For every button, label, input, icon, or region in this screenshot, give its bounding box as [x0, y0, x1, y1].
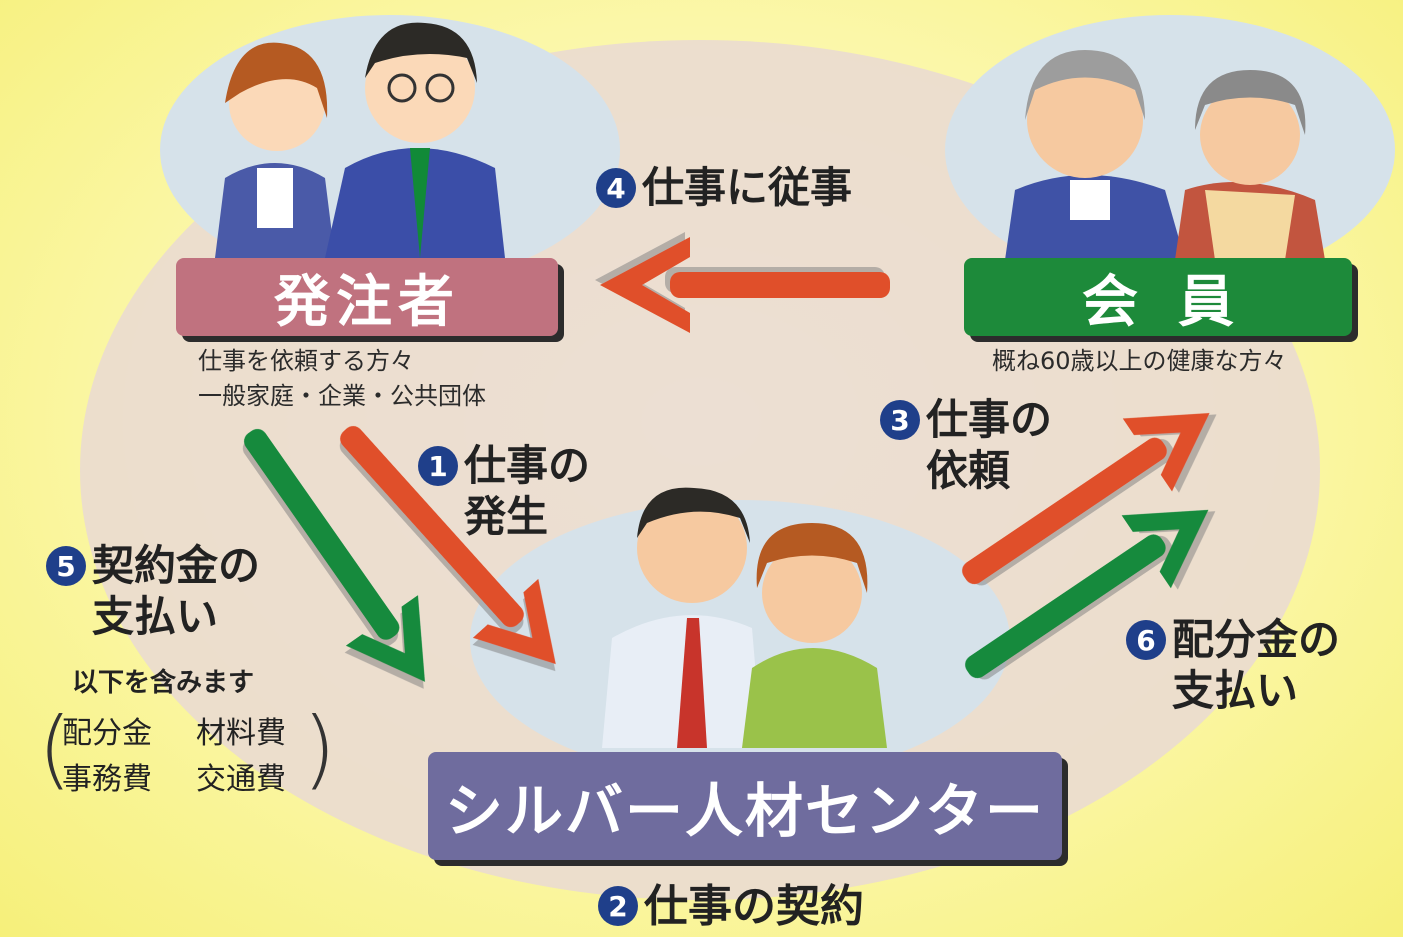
arrow-step-1: [340, 426, 556, 665]
step-2-text: 仕事の契約: [644, 881, 864, 932]
center-label: シルバー人材センター: [444, 777, 1045, 845]
orderer-note-line1: 仕事を依頼する方々: [198, 347, 414, 375]
member-people-illustration: [1005, 50, 1325, 260]
member-box: 会員: [964, 258, 1352, 336]
step-3-number-badge: 3: [880, 400, 920, 440]
orderer-label: 発注者: [274, 269, 460, 335]
left-paren: (: [38, 699, 72, 799]
orderer-people-illustration: [215, 22, 505, 258]
arrow-step-6: [965, 509, 1209, 679]
step-4-number-badge: 4: [596, 168, 636, 208]
payment-includes-heading: 以下を含みます: [72, 668, 255, 698]
step-1: 1 仕事の 発生: [418, 440, 590, 542]
orderer-note-line2: 一般家庭・企業・公共団体: [198, 381, 486, 410]
step-1-text: 仕事の 発生: [464, 441, 591, 542]
step-6-text: 配分金の 支払い: [1172, 615, 1341, 716]
step-3-text: 仕事の 依頼: [926, 395, 1053, 496]
payment-includes-list: ( ) 配分金 材料費 事務費 交通費: [38, 704, 336, 797]
center-staff-illustration: [602, 487, 887, 748]
arrow-step-3: [962, 413, 1210, 585]
step-2: 2 仕事の契約: [598, 880, 864, 934]
step-1-number-badge: 1: [418, 446, 458, 486]
step-4: 4 仕事に従事: [596, 162, 852, 213]
fee-item: 材料費: [196, 716, 286, 751]
orderer-box: 発注者: [176, 258, 558, 336]
fee-item: 事務費: [62, 762, 152, 797]
step-4-text: 仕事に従事: [642, 163, 853, 212]
step-5-text: 契約金の 支払い: [92, 541, 261, 642]
fee-item: 配分金: [62, 716, 152, 751]
right-paren: ): [302, 699, 336, 799]
orderer-note: 仕事を依頼する方々 一般家庭・企業・公共団体: [198, 344, 486, 414]
step-2-number-badge: 2: [598, 886, 638, 926]
member-label: 会員: [1082, 269, 1274, 335]
step-3: 3 仕事の 依頼: [880, 394, 1052, 496]
member-note: 概ね60歳以上の健康な方々: [992, 347, 1287, 375]
step-5-number-badge: 5: [46, 546, 86, 586]
step-5: 5 契約金の 支払い: [46, 540, 260, 642]
arrow-step-5: [244, 429, 425, 682]
step-6: 6 配分金の 支払い: [1126, 614, 1340, 716]
step-6-number-badge: 6: [1126, 620, 1166, 660]
fee-item: 交通費: [196, 762, 286, 797]
arrow-step-4: [600, 237, 890, 333]
center-box: シルバー人材センター: [428, 752, 1062, 860]
